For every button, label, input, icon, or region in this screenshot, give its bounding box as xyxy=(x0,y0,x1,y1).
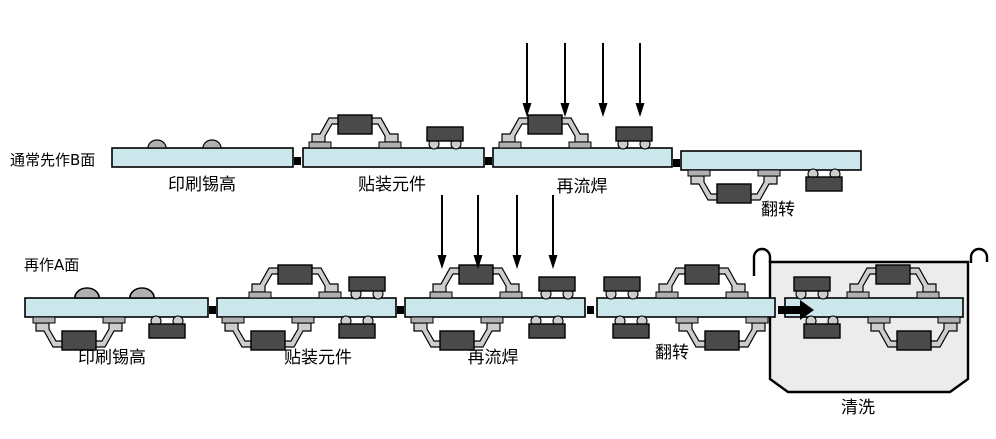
pcb-board xyxy=(784,297,964,318)
step-label-flip-a: 翻转 xyxy=(655,343,689,363)
pcb-board xyxy=(302,147,485,168)
step-label-print-paste-b: 印刷锡高 xyxy=(168,175,236,195)
soic-component xyxy=(675,316,769,351)
chip-component xyxy=(805,168,843,192)
row-b-step-flip xyxy=(680,150,862,204)
heat-arrow-icon xyxy=(547,194,559,270)
soic-component xyxy=(32,316,126,351)
chip-component xyxy=(426,126,464,150)
chip-component xyxy=(348,276,386,300)
chip-component xyxy=(528,315,566,339)
heat-arrow-icon xyxy=(597,42,609,118)
step-label-flip-b: 翻转 xyxy=(761,200,795,220)
row-a-side-label: 再作A面 xyxy=(24,256,80,274)
soic-component xyxy=(429,264,523,299)
step-label-print-paste-a: 印刷锡高 xyxy=(78,348,146,368)
chip-component xyxy=(538,276,576,300)
solder-paste-bump xyxy=(74,287,100,299)
soic-component xyxy=(248,264,342,299)
pcb-board xyxy=(680,150,862,171)
board-connector xyxy=(294,157,301,165)
tank-left-hook-icon xyxy=(752,247,772,276)
soic-component xyxy=(410,316,504,351)
solder-paste-bump xyxy=(202,139,222,149)
row-a-step-place-components xyxy=(216,264,397,351)
heat-arrow-icon xyxy=(559,42,571,118)
heat-arrow-icon xyxy=(511,194,523,270)
row-a-step-print-paste xyxy=(24,287,209,351)
heat-arrow-icon xyxy=(634,42,646,118)
step-label-place-components-b: 贴装元件 xyxy=(358,175,426,195)
pcb-board xyxy=(596,297,776,318)
board-connector xyxy=(485,157,492,165)
soic-component xyxy=(498,114,592,149)
soic-component xyxy=(655,264,749,299)
row-a-step-flip xyxy=(596,264,776,351)
chip-component xyxy=(603,276,641,300)
chip-component xyxy=(615,126,653,150)
soic-component xyxy=(687,169,781,204)
enter-tank-arrow-icon xyxy=(778,300,814,320)
step-label-clean-a: 清洗 xyxy=(841,398,875,418)
step-label-place-components-a: 贴装元件 xyxy=(284,348,352,368)
row-b-side-label: 通常先作B面 xyxy=(10,151,96,169)
pcb-board xyxy=(24,297,209,318)
heat-arrow-icon xyxy=(436,194,448,270)
pcb-board xyxy=(492,147,673,168)
chip-component xyxy=(612,315,650,339)
soic-component xyxy=(221,316,315,351)
board-connector xyxy=(673,159,680,167)
pcb-board xyxy=(216,297,397,318)
step-label-reflow-a: 再流焊 xyxy=(467,348,519,368)
step-label-reflow-b: 再流焊 xyxy=(556,177,608,197)
pcb-board xyxy=(404,297,586,318)
heat-arrow-icon xyxy=(521,42,533,118)
heat-arrow-icon xyxy=(472,194,484,270)
board-connector xyxy=(587,306,594,314)
solder-paste-bump xyxy=(147,139,167,149)
row-a-step-reflow xyxy=(404,194,586,351)
row-a-step-clean xyxy=(778,264,964,351)
chip-component xyxy=(148,315,186,339)
row-b-step-print-paste xyxy=(111,139,294,168)
row-b-step-place-components xyxy=(302,114,485,168)
soic-component xyxy=(308,114,402,149)
solder-paste-bump xyxy=(129,287,155,299)
board-connector xyxy=(209,306,216,314)
chip-component xyxy=(338,315,376,339)
row-b-step-reflow xyxy=(492,42,673,168)
board-connector xyxy=(397,306,404,314)
tank-right-hook-icon xyxy=(969,247,989,263)
pcb-board xyxy=(111,147,294,168)
